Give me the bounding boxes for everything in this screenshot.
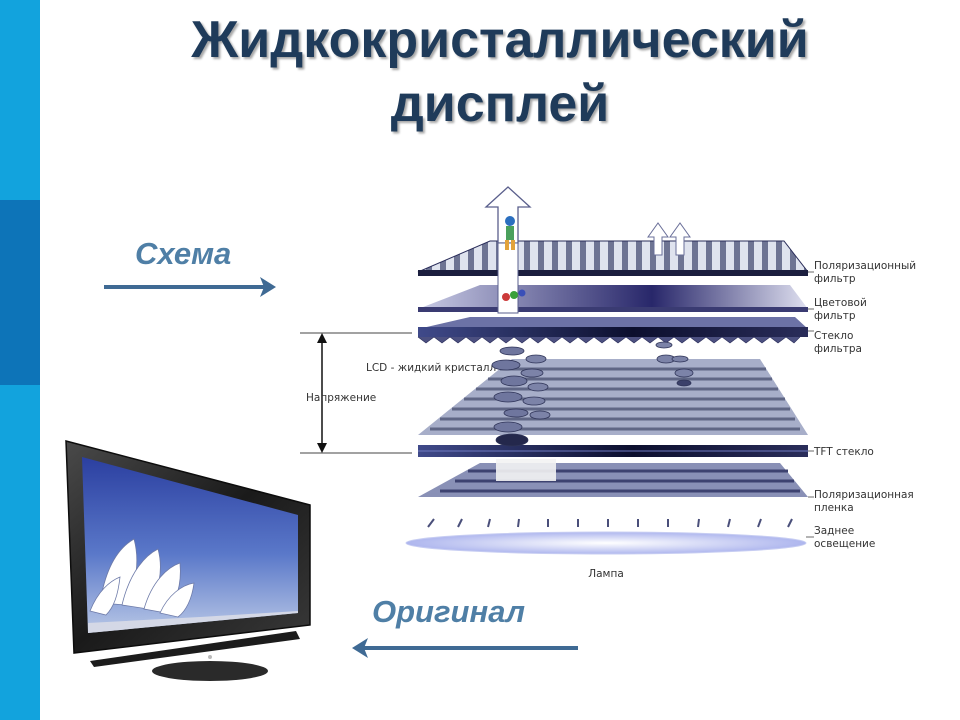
title-line-1: Жидкокристаллический <box>191 11 809 69</box>
lcd-tv-image <box>65 440 311 681</box>
left-accent-bar <box>0 0 40 720</box>
accent-segment-middle <box>0 200 40 385</box>
lotus-temple-icon <box>89 538 195 618</box>
schema-arrow-icon <box>104 277 276 297</box>
original-arrow-icon <box>352 638 578 658</box>
light-up-arrow-icon <box>484 186 532 314</box>
crystal-twist-left-icon <box>491 346 529 447</box>
lamp-label: Лампа <box>588 568 624 580</box>
voltage-label: Напряжение <box>306 392 376 404</box>
slide-title: Жидкокристаллический дисплей <box>140 8 860 136</box>
layer-label-polarizing-filter: Поляризационный фильтр <box>814 260 919 285</box>
crystal-twist-middle-icon <box>520 354 551 420</box>
layer-label-tft-glass: TFT стекло <box>813 446 874 458</box>
layer-label-color-filter: Цветовой фильтр <box>814 297 870 322</box>
crystal-twist-right-icon <box>655 341 694 387</box>
light-up-small-arrows-icon <box>647 222 691 256</box>
lcd-layer-diagram: LCD - жидкий кристалл Напряжение <box>300 186 919 580</box>
original-label: Оригинал <box>372 594 526 629</box>
schema-label: Схема <box>135 236 232 271</box>
accent-segment-bottom <box>0 385 40 720</box>
accent-segment-top <box>0 0 40 200</box>
lcd-label: LCD - жидкий кристалл <box>366 362 496 374</box>
layer-label-polarizing-film: Поляризационная пленка <box>814 489 917 514</box>
layer-label-filter-glass: Стекло фильтра <box>814 330 862 355</box>
title-line-2: дисплей <box>390 75 610 133</box>
lamp-icon <box>405 531 807 555</box>
layer-label-backlight: Заднее освещение <box>814 525 875 550</box>
